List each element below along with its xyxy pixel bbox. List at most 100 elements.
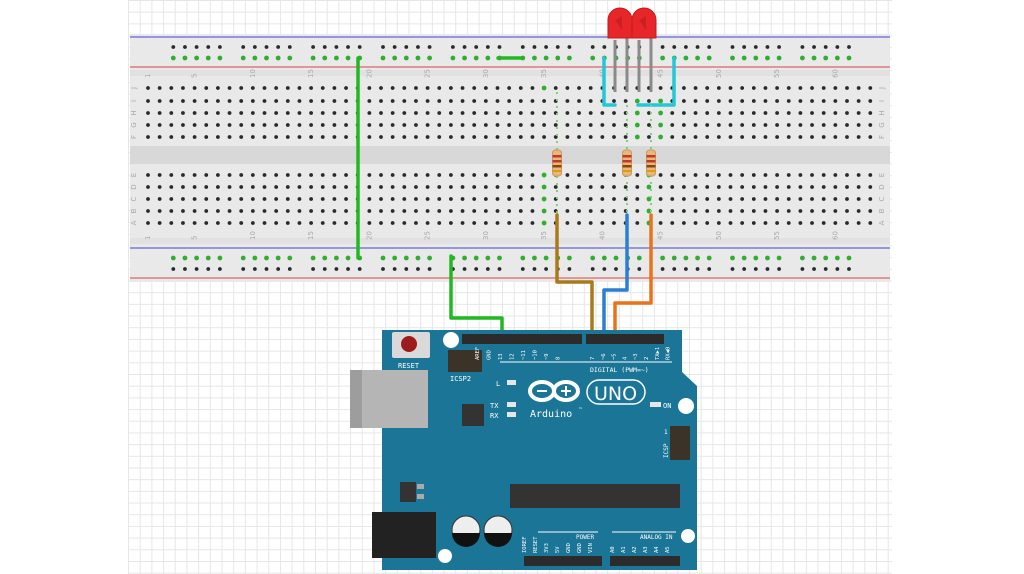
rail-hole[interactable] (777, 267, 781, 271)
rail-hole[interactable] (730, 55, 735, 61)
rail-hole[interactable] (462, 45, 467, 49)
breadboard-hole[interactable] (682, 185, 686, 189)
breadboard-hole[interactable] (728, 197, 733, 201)
rail-hole[interactable] (684, 267, 688, 271)
breadboard-hole[interactable] (320, 86, 325, 90)
breadboard-hole[interactable] (541, 184, 547, 190)
breadboard-hole[interactable] (285, 173, 290, 177)
breadboard-hole[interactable] (693, 209, 698, 213)
breadboard-hole[interactable] (379, 197, 383, 201)
breadboard-hole[interactable] (169, 185, 174, 189)
breadboard-hole[interactable] (425, 197, 430, 201)
rail-hole[interactable] (590, 45, 595, 49)
breadboard-hole[interactable] (588, 111, 593, 115)
breadboard-hole[interactable] (670, 209, 675, 213)
rail-hole[interactable] (800, 55, 805, 61)
resistor-3[interactable] (646, 149, 656, 177)
breadboard-hole[interactable] (798, 86, 803, 90)
breadboard-hole[interactable] (181, 221, 185, 225)
breadboard-hole[interactable] (612, 221, 616, 225)
breadboard-hole[interactable] (216, 221, 220, 225)
breadboard-hole[interactable] (821, 173, 826, 177)
rail-hole[interactable] (846, 55, 852, 61)
breadboard-hole[interactable] (682, 197, 686, 201)
rail-hole[interactable] (182, 55, 188, 61)
breadboard-hole[interactable] (437, 221, 442, 225)
breadboard-hole[interactable] (705, 123, 710, 127)
breadboard-hole[interactable] (297, 135, 302, 139)
rail-hole[interactable] (695, 255, 700, 261)
breadboard-hole[interactable] (157, 123, 162, 127)
breadboard-hole[interactable] (402, 99, 407, 103)
breadboard-hole[interactable] (658, 134, 663, 140)
breadboard-hole[interactable] (169, 173, 174, 177)
breadboard-hole[interactable] (635, 197, 640, 201)
rail-hole[interactable] (636, 255, 642, 261)
breadboard-hole[interactable] (565, 135, 570, 139)
breadboard-hole[interactable] (437, 135, 442, 139)
breadboard-hole[interactable] (682, 221, 686, 225)
breadboard-hole[interactable] (530, 197, 535, 201)
breadboard-hole[interactable] (518, 86, 523, 90)
breadboard-hole[interactable] (483, 185, 488, 189)
rail-hole[interactable] (322, 55, 328, 61)
breadboard-hole[interactable] (157, 135, 162, 139)
breadboard-hole[interactable] (332, 123, 337, 127)
breadboard-hole[interactable] (495, 221, 500, 225)
breadboard-hole[interactable] (146, 99, 150, 103)
rail-hole[interactable] (427, 55, 432, 61)
breadboard-hole[interactable] (833, 197, 838, 201)
breadboard-hole[interactable] (449, 173, 453, 177)
breadboard-hole[interactable] (541, 85, 547, 91)
breadboard-hole[interactable] (833, 209, 838, 213)
rail-hole[interactable] (416, 45, 420, 49)
breadboard-hole[interactable] (216, 86, 220, 90)
rail-hole[interactable] (450, 55, 456, 61)
breadboard-hole[interactable] (693, 123, 698, 127)
breadboard-hole[interactable] (798, 135, 803, 139)
rail-hole[interactable] (310, 55, 316, 61)
breadboard-hole[interactable] (250, 135, 255, 139)
rail-hole[interactable] (567, 255, 572, 261)
rail-hole[interactable] (812, 267, 816, 271)
breadboard-hole[interactable] (821, 185, 826, 189)
breadboard-hole[interactable] (658, 185, 663, 189)
rail-hole[interactable] (765, 45, 770, 49)
breadboard-hole[interactable] (250, 123, 255, 127)
breadboard-hole[interactable] (425, 123, 430, 127)
rail-hole[interactable] (357, 267, 362, 271)
breadboard-hole[interactable] (588, 185, 593, 189)
breadboard-hole[interactable] (751, 173, 756, 177)
rail-hole[interactable] (741, 255, 747, 261)
breadboard-hole[interactable] (868, 173, 873, 177)
breadboard-hole[interactable] (553, 185, 558, 189)
breadboard-hole[interactable] (425, 221, 430, 225)
breadboard-hole[interactable] (320, 135, 325, 139)
breadboard-hole[interactable] (227, 135, 232, 139)
breadboard-hole[interactable] (716, 221, 721, 225)
rail-hole[interactable] (287, 267, 292, 271)
breadboard-hole[interactable] (588, 135, 593, 139)
breadboard-hole[interactable] (367, 173, 372, 177)
rail-hole[interactable] (183, 267, 187, 271)
breadboard-hole[interactable] (647, 111, 651, 115)
breadboard-hole[interactable] (379, 99, 383, 103)
rail-hole[interactable] (276, 267, 281, 271)
breadboard-hole[interactable] (507, 111, 512, 115)
breadboard-hole[interactable] (379, 221, 383, 225)
breadboard-hole[interactable] (274, 86, 279, 90)
rail-hole[interactable] (765, 267, 770, 271)
breadboard-hole[interactable] (297, 86, 302, 90)
rail-hole[interactable] (567, 45, 572, 49)
breadboard-hole[interactable] (740, 86, 745, 90)
breadboard-hole[interactable] (204, 123, 209, 127)
breadboard-hole[interactable] (856, 197, 861, 201)
breadboard-hole[interactable] (367, 197, 372, 201)
breadboard-hole[interactable] (320, 185, 325, 189)
breadboard-hole[interactable] (565, 99, 570, 103)
breadboard-hole[interactable] (367, 123, 372, 127)
breadboard-hole[interactable] (437, 99, 442, 103)
breadboard-hole[interactable] (181, 123, 185, 127)
breadboard-hole[interactable] (495, 135, 500, 139)
breadboard-hole[interactable] (542, 135, 546, 139)
